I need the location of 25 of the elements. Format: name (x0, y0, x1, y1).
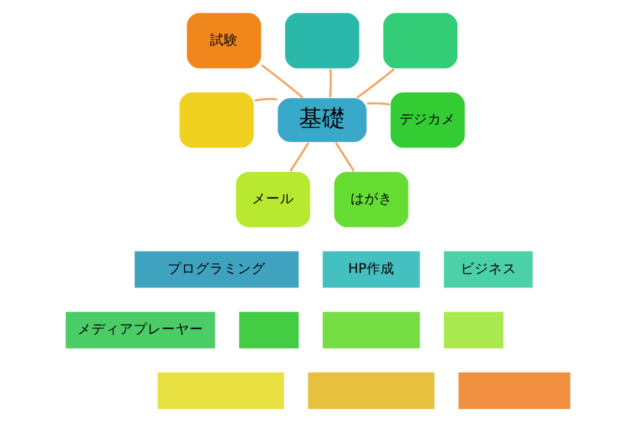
node-box: デジカメ (390, 91, 466, 149)
node-box (442, 310, 504, 350)
node-box (178, 91, 255, 149)
connector (367, 102, 390, 106)
connector (254, 98, 278, 102)
node-box (322, 310, 421, 350)
node-box: 試験 (186, 12, 262, 70)
node-box (284, 12, 360, 70)
node-box (382, 12, 459, 70)
node-box: 基礎 (276, 97, 368, 144)
connector (328, 69, 332, 98)
node-box: メディアプレーヤー (64, 310, 216, 350)
connector (261, 64, 304, 98)
node-box: はがき (333, 170, 410, 228)
node-box: ビジネス (442, 250, 534, 289)
node-box: HP作成 (322, 250, 421, 289)
node-box: プログラミング (134, 250, 300, 289)
connector (356, 68, 395, 98)
node-box (457, 371, 572, 410)
node-box (307, 371, 436, 410)
node-box (238, 310, 300, 350)
node-box (156, 371, 286, 410)
connector (334, 142, 355, 172)
node-box: メール (234, 170, 312, 228)
connector (289, 142, 310, 172)
